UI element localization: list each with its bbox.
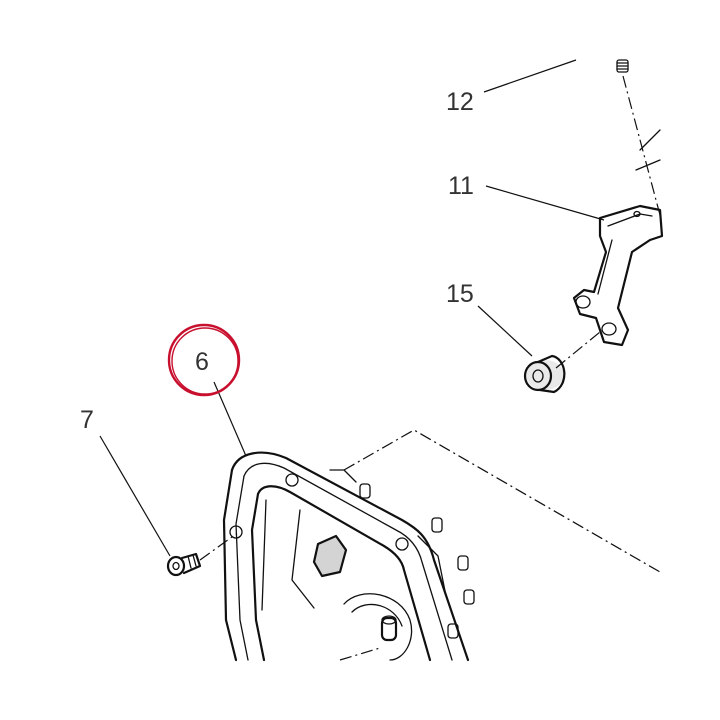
callout-15: 15	[446, 280, 474, 308]
part-12-bolt[interactable]	[616, 59, 629, 73]
callout-6: 6	[195, 348, 209, 376]
part-11-bracket[interactable]	[572, 129, 664, 347]
callout-7: 7	[80, 406, 94, 434]
leader-6	[213, 381, 247, 457]
leader-11	[485, 185, 605, 221]
leader-7	[99, 435, 171, 557]
part-7-bolt[interactable]	[166, 552, 202, 577]
part-15-grommet[interactable]	[523, 354, 566, 394]
highlight-circle	[167, 323, 241, 397]
part-6-cover-gasket[interactable]	[222, 451, 475, 662]
part-7-axis-line	[199, 533, 237, 561]
part-6-axis-line	[343, 429, 661, 573]
leader-12	[483, 59, 577, 93]
part-15-axis-line	[555, 331, 601, 369]
part-12-axis-line	[622, 75, 661, 216]
callout-11: 11	[448, 172, 474, 200]
leader-15	[477, 305, 533, 357]
part-6-axis-line-lower	[339, 647, 381, 661]
callout-12: 12	[446, 88, 474, 116]
